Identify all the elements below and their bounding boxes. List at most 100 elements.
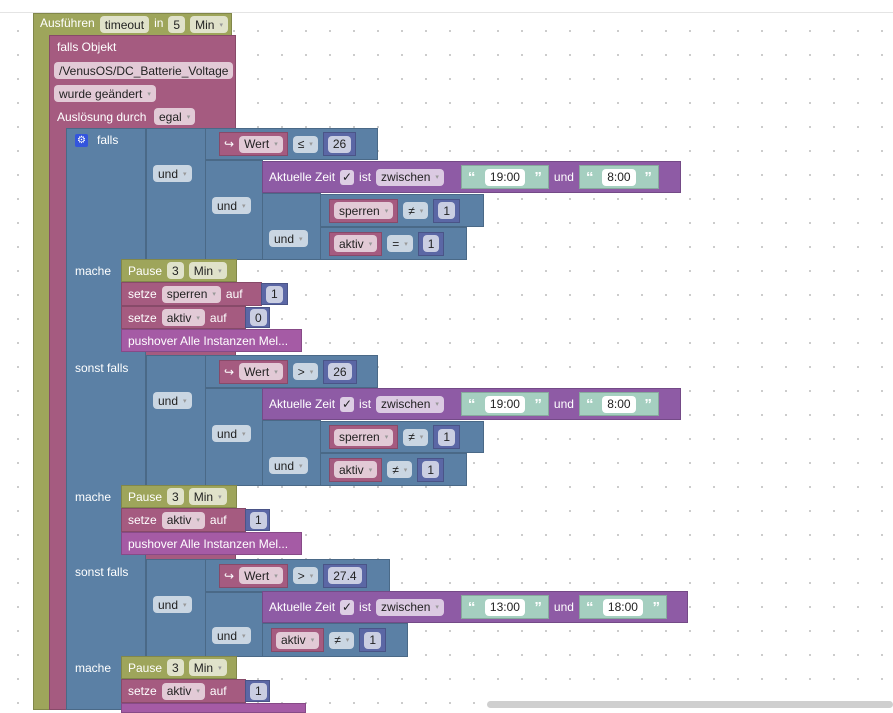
pause-value-field[interactable]: 3 [167,262,184,279]
mode-dropdown[interactable]: zwischen▾ [376,598,444,616]
number-block[interactable]: 1 [261,283,288,305]
number-field[interactable]: 1 [422,461,439,478]
text-block[interactable]: “8:00” [578,165,659,189]
horizontal-scrollbar[interactable] [487,701,893,708]
text-block[interactable]: “19:00” [460,165,549,189]
var-dropdown[interactable]: Wert▾ [239,135,283,153]
number-block[interactable]: 0 [245,307,270,328]
var-dropdown[interactable]: aktiv▾ [334,235,378,252]
checkbox[interactable]: ✓ [340,599,355,615]
var-dropdown[interactable]: aktiv▾ [334,461,378,478]
number-field[interactable]: 27.4 [328,567,362,584]
and-dropdown[interactable]: und▾ [212,627,251,644]
operator-dropdown[interactable]: >▾ [292,363,319,380]
pause-value-field[interactable]: 3 [167,659,184,676]
number-field[interactable]: 0 [250,309,267,326]
var-block[interactable]: aktiv▾ [329,457,383,482]
pushover-block[interactable]: pushover Alle Instanzen Mel... [121,532,302,555]
var-block[interactable]: ↪Wert▾ [219,132,288,156]
number-field[interactable]: 1 [438,428,455,446]
from-time-field[interactable]: 13:00 [484,598,525,616]
var-block[interactable]: sperren▾ [329,198,399,223]
compare-block[interactable]: ↪Wert▾ >▾ 27.4 [205,559,390,592]
timeout-unit-dropdown[interactable]: Min▾ [190,16,228,33]
var-block[interactable]: ↪Wert▾ [219,563,288,588]
and-block[interactable]: und▾ [146,128,206,260]
number-field[interactable]: 26 [327,135,352,153]
to-time-field[interactable]: 8:00 [602,395,636,413]
and-block[interactable]: und▾ [146,559,206,657]
number-block[interactable]: 1 [245,509,270,531]
text-block[interactable]: “8:00” [578,392,659,416]
and-dropdown[interactable]: und▾ [212,425,251,442]
condition-dropdown[interactable]: wurde geändert▾ [54,85,156,102]
var-block[interactable]: ↪Wert▾ [219,359,288,384]
operator-dropdown[interactable]: ≠▾ [403,202,429,219]
text-block[interactable]: “18:00” [578,595,667,619]
text-block[interactable]: “13:00” [460,595,549,619]
pushover-block-partial[interactable] [121,703,306,713]
and-dropdown[interactable]: und▾ [153,596,192,613]
number-field[interactable]: 1 [364,631,381,649]
pushover-block[interactable]: pushover Alle Instanzen Mel... [121,329,302,352]
compare-block[interactable]: aktiv▾ ≠▾ 1 [320,453,467,486]
checkbox[interactable]: ✓ [340,169,355,185]
gear-icon[interactable]: ⚙ [75,134,88,147]
and-block[interactable]: und▾ [262,193,321,260]
operator-dropdown[interactable]: ≠▾ [329,631,355,649]
var-dropdown[interactable]: sperren▾ [334,202,394,219]
operator-dropdown[interactable]: ≠▾ [387,461,413,478]
to-time-field[interactable]: 18:00 [602,598,643,616]
number-block[interactable]: 1 [417,231,445,256]
and-dropdown[interactable]: und▾ [269,230,308,247]
time-between-block[interactable]: Aktuelle Zeit✓ist zwischen▾ “19:00” und … [262,388,681,420]
number-field[interactable]: 1 [250,682,267,700]
and-block[interactable]: und▾ [205,160,263,260]
number-block[interactable]: 1 [359,628,386,652]
pause-unit-dropdown[interactable]: Min▾ [188,659,227,676]
pause-unit-dropdown[interactable]: Min▾ [188,488,227,505]
var-dropdown[interactable]: Wert▾ [239,363,283,380]
timeout-value-field[interactable]: 5 [168,16,186,33]
set-var-dropdown[interactable]: sperren▾ [161,285,221,303]
set-var-dropdown[interactable]: aktiv▾ [161,682,205,700]
number-block[interactable]: 26 [323,359,357,384]
number-block[interactable]: 1 [433,198,460,223]
and-dropdown[interactable]: und▾ [153,165,192,182]
and-dropdown[interactable]: und▾ [269,457,308,474]
and-block[interactable]: und▾ [262,420,321,486]
var-dropdown[interactable]: Wert▾ [239,567,283,584]
number-block[interactable]: 27.4 [323,563,367,588]
number-block[interactable]: 1 [417,457,444,482]
compare-block[interactable]: ↪Wert▾ >▾ 26 [205,355,378,388]
to-time-field[interactable]: 8:00 [602,168,636,186]
and-block[interactable]: und▾ [205,592,263,657]
set-var-dropdown[interactable]: aktiv▾ [161,511,205,529]
var-dropdown[interactable]: aktiv▾ [276,631,320,649]
var-block[interactable]: aktiv▾ [329,231,383,256]
checkbox[interactable]: ✓ [340,396,355,412]
compare-block[interactable]: aktiv▾ ≠▾ 1 [262,623,408,657]
trigger-by-dropdown[interactable]: egal▾ [154,108,196,125]
number-field[interactable]: 1 [266,285,283,303]
operator-dropdown[interactable]: ≤▾ [292,135,318,153]
var-block[interactable]: aktiv▾ [271,628,325,652]
mode-dropdown[interactable]: zwischen▾ [376,395,444,413]
pause-value-field[interactable]: 3 [167,488,184,505]
number-field[interactable]: 1 [250,511,267,529]
number-block[interactable]: 1 [433,425,460,449]
pause-unit-dropdown[interactable]: Min▾ [188,262,227,279]
and-block[interactable]: und▾ [205,388,263,486]
operator-dropdown[interactable]: >▾ [292,567,319,584]
number-block[interactable]: 1 [245,680,270,702]
compare-block[interactable]: sperren▾ ≠▾ 1 [320,421,484,453]
and-block[interactable]: und▾ [146,355,206,486]
if-block[interactable]: ⚙ falls mache sonst falls mache sonst fa… [66,128,146,710]
and-dropdown[interactable]: und▾ [212,197,251,214]
compare-block[interactable]: ↪Wert▾ ≤▾ 26 [205,128,378,160]
from-time-field[interactable]: 19:00 [484,395,525,413]
